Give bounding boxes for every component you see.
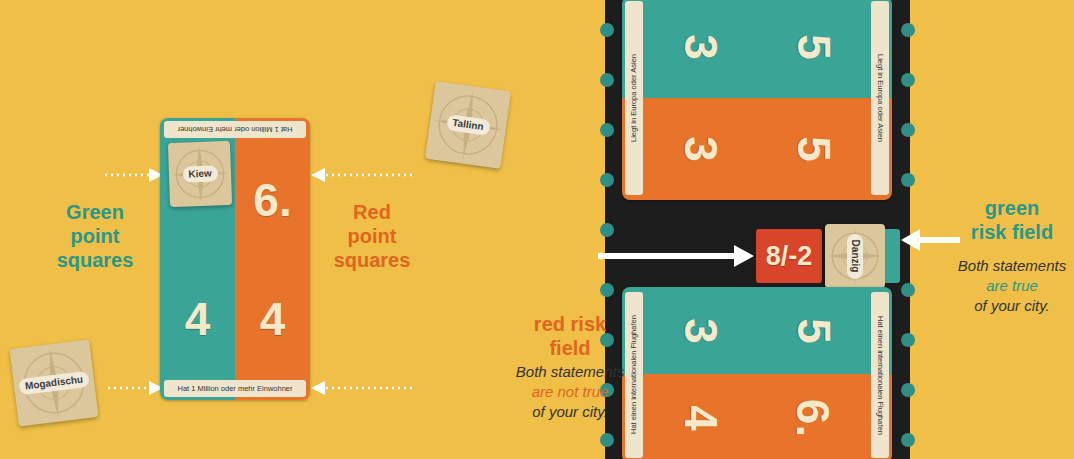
point-square: 5	[757, 0, 870, 98]
city-card: Tallinn	[425, 81, 511, 169]
callout-note: Both statements	[485, 362, 655, 381]
point-number: 4	[185, 296, 211, 342]
callout-note: of your city.	[485, 402, 655, 421]
condition-card: Liegt in Europa oder Asien Liegt in Europ…	[622, 0, 892, 200]
point-number: 5	[791, 34, 837, 60]
point-square: 5	[757, 98, 870, 200]
condition-text: Hat einen internationalen Flughafen	[876, 295, 884, 455]
point-number: 3	[678, 136, 724, 162]
card-strip: Hat einen internationalen Flughafen	[625, 292, 643, 458]
callout-heading: Red point squares	[328, 200, 416, 272]
condition-card: Hat einen internationalen Flughafen Hat e…	[622, 287, 892, 459]
point-number: 3	[678, 318, 724, 344]
point-square: 6.	[235, 140, 310, 259]
point-square: 3	[644, 0, 757, 98]
callout-heading-text: red risk field	[522, 312, 618, 360]
callout-note-text: of your city.	[927, 296, 1074, 315]
point-number: 3	[678, 34, 724, 60]
condition-text: Hat einen internationalen Flughafen	[630, 295, 638, 455]
condition-card: Hat 1 Million oder mehr EinwohnerHat 1 M…	[160, 118, 310, 400]
city-name: Danzig	[847, 240, 863, 273]
point-number: 5	[791, 136, 837, 162]
city-card: Danzig	[825, 224, 885, 288]
callout-note-text: of your city.	[485, 402, 655, 421]
callout-note-text: Both statements	[927, 256, 1074, 275]
callout-note-text: are true	[927, 276, 1074, 295]
point-number: 4	[678, 405, 724, 431]
condition-text: Hat 1 Million oder mehr Einwohner	[166, 385, 304, 393]
point-number: 6.	[253, 177, 291, 223]
point-square: 4	[160, 259, 235, 378]
name-strip: Tallinn	[446, 114, 491, 136]
card-strip: Hat einen internationalen Flughafen	[871, 292, 889, 458]
point-number: 4	[260, 296, 286, 342]
point-square: 3	[644, 287, 757, 374]
point-number: 6.	[791, 398, 837, 436]
condition-text: Liegt in Europa oder Asien	[876, 4, 884, 192]
city-name: Mogadischu	[24, 372, 84, 395]
condition-text: Hat 1 Million oder mehr Einwohner	[166, 126, 304, 134]
point-number: 5	[791, 318, 837, 344]
callout-heading-text: green risk field	[966, 196, 1058, 244]
point-square: 4	[235, 259, 310, 378]
city-name: Kiew	[188, 166, 212, 183]
callout-heading: Green point squares	[51, 200, 139, 272]
point-square: 6.	[757, 374, 870, 459]
city-card: Mogadischu	[10, 339, 99, 426]
card-strip: Hat 1 Million oder mehr Einwohner	[164, 121, 306, 138]
risk-value: 8/-2	[766, 243, 813, 270]
callout-note: are true	[927, 276, 1074, 295]
point-square: 3	[644, 98, 757, 200]
callout-note-text: are not true	[485, 382, 655, 401]
condition-text: Liegt in Europa oder Asien	[630, 4, 638, 192]
callout-heading: green risk field	[966, 196, 1058, 244]
callout-note: of your city.	[927, 296, 1074, 315]
card-strip: Liegt in Europa oder Asien	[871, 1, 889, 195]
name-strip: Danzig	[847, 234, 863, 279]
city-card: Kiew	[168, 141, 232, 207]
callout-heading-text: Red point squares	[328, 200, 416, 272]
card-strip: Hat 1 Million oder mehr Einwohner	[164, 380, 306, 397]
point-square: 4	[644, 374, 757, 459]
card-strip: Liegt in Europa oder Asien	[625, 1, 643, 195]
risk-field: 8/-2	[756, 229, 822, 283]
callout-heading: red risk field	[522, 312, 618, 360]
name-strip: Kiew	[182, 165, 218, 182]
callout-note-text: Both statements	[485, 362, 655, 381]
point-square: 5	[757, 287, 870, 374]
callout-note: Both statements	[927, 256, 1074, 275]
callout-heading-text: Green point squares	[51, 200, 139, 272]
city-name: Tallinn	[451, 115, 484, 135]
callout-note: are not true	[485, 382, 655, 401]
